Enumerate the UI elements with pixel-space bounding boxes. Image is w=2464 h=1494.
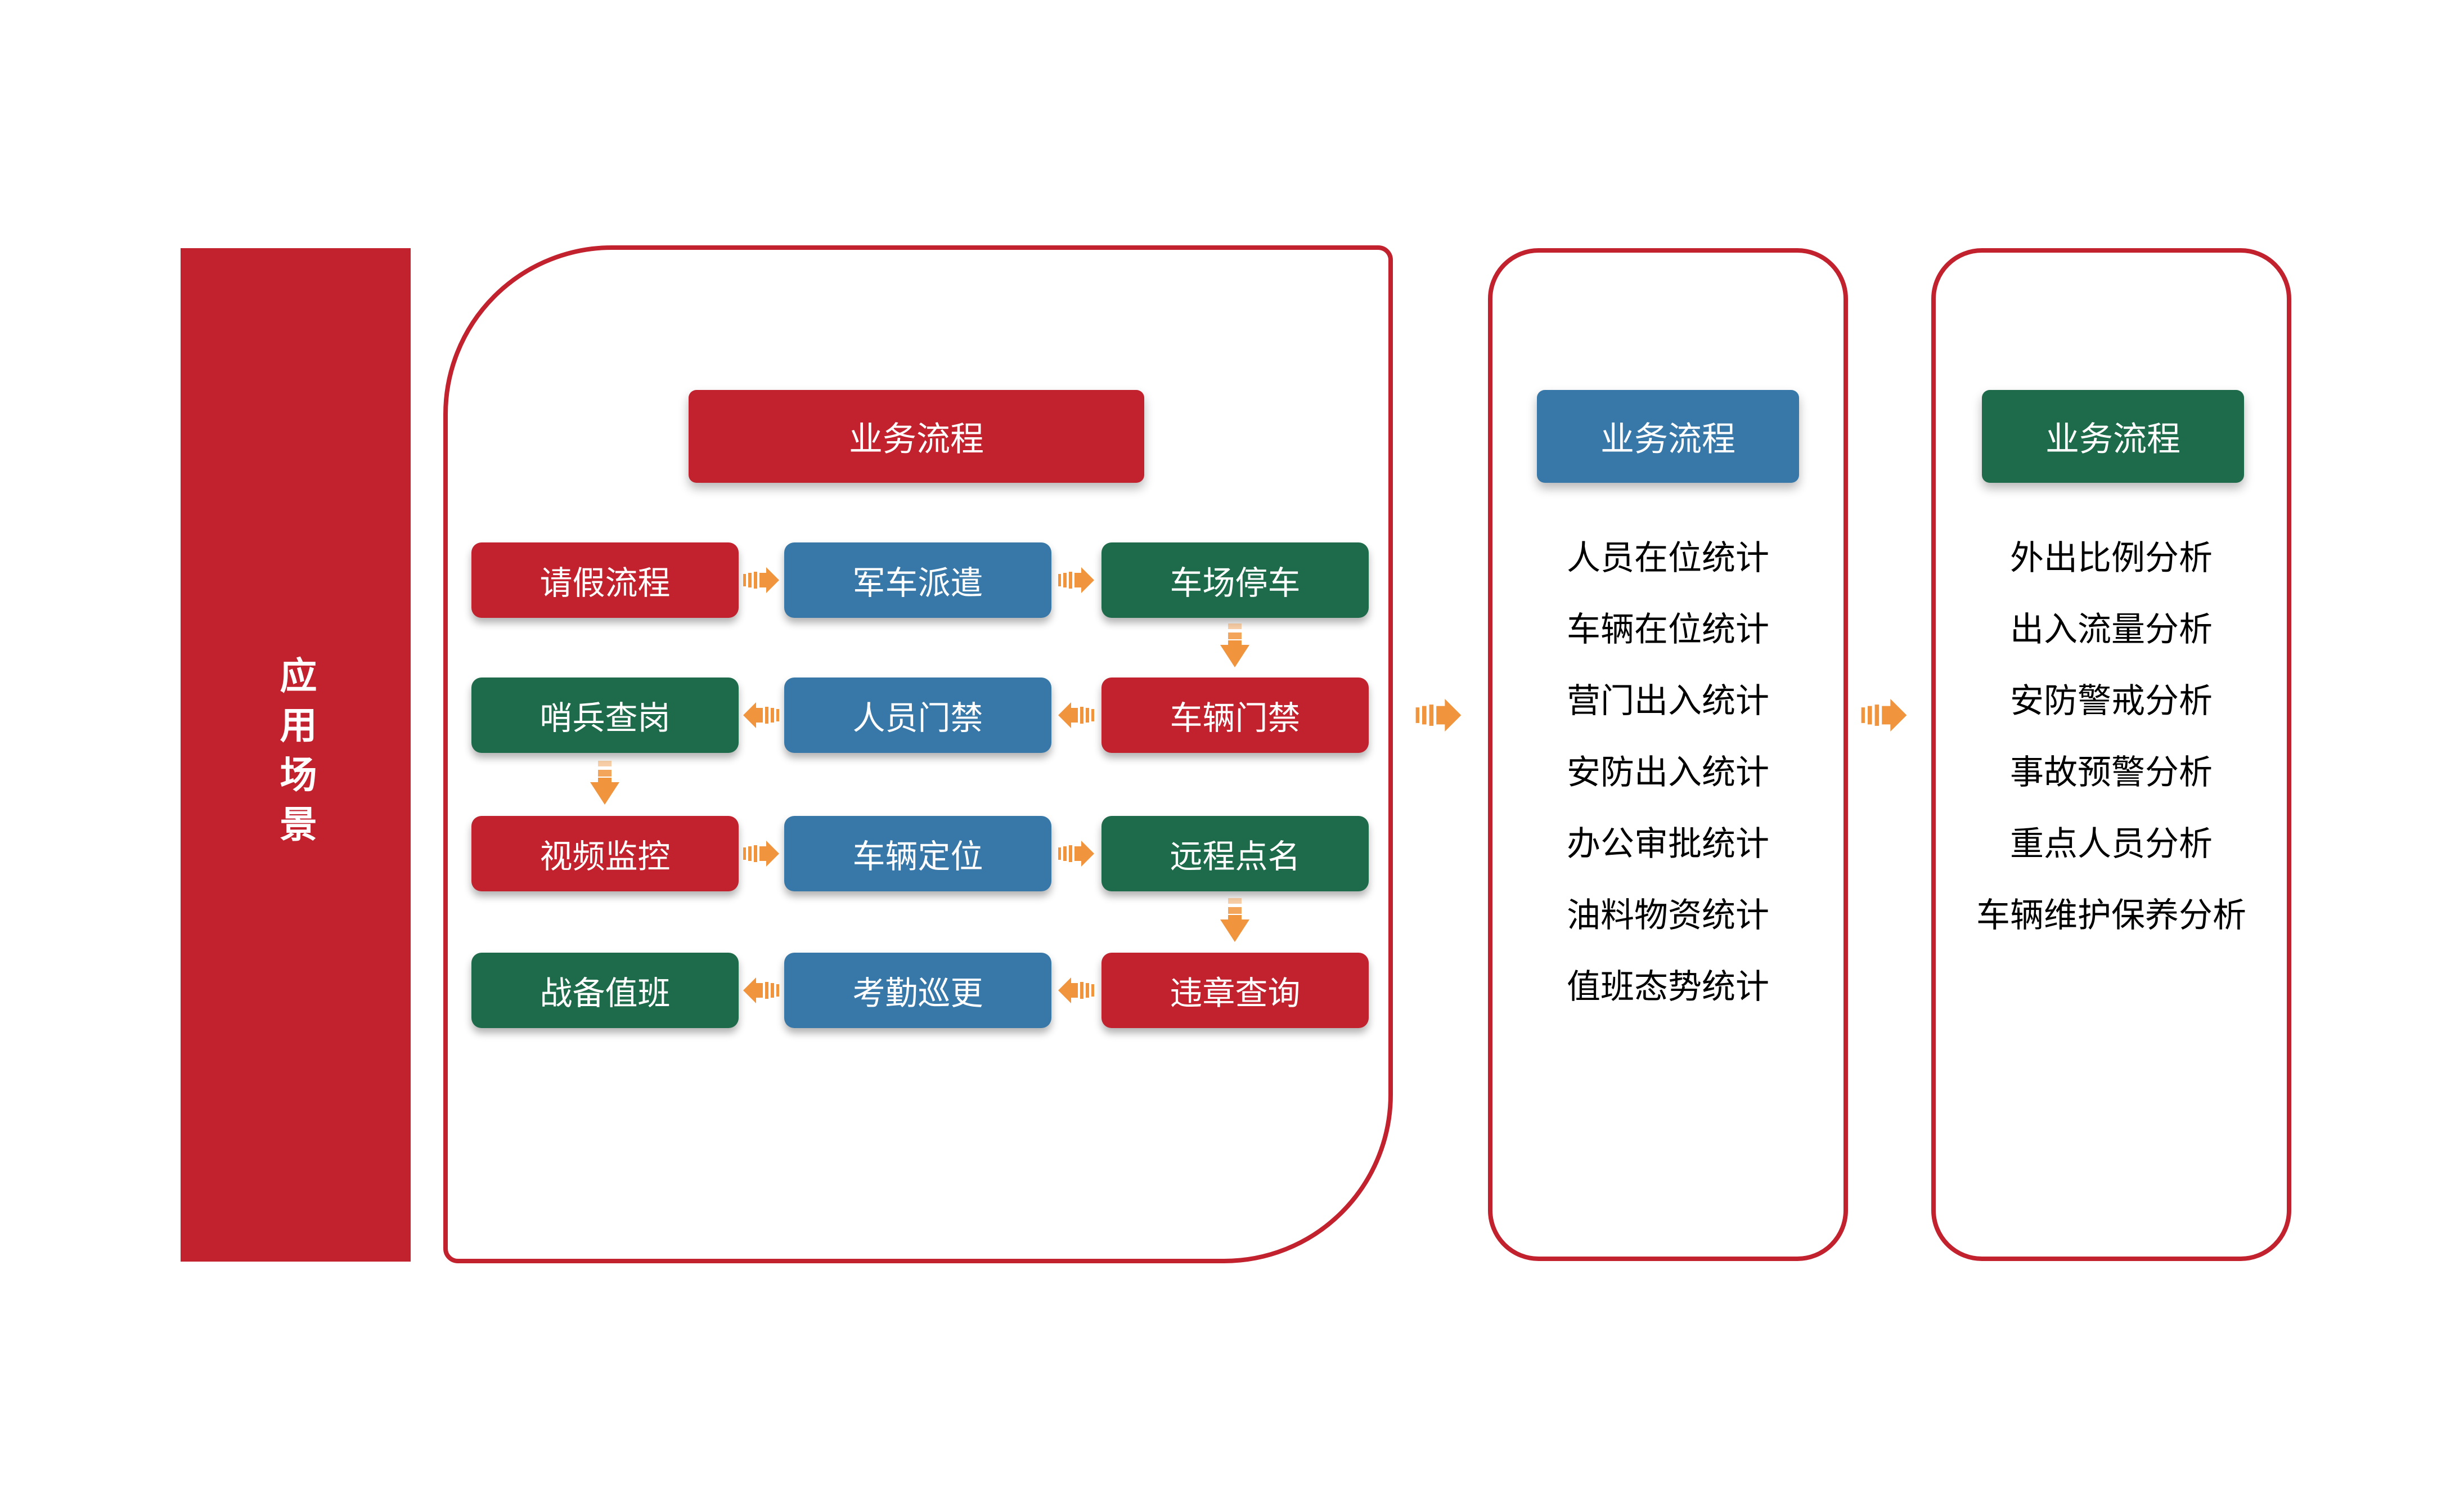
flow-box-label: 视频监控: [539, 838, 671, 875]
flow-box-label: 军车派遣: [852, 565, 983, 602]
flow-box-label: 违章查询: [1170, 975, 1301, 1012]
list-item: 油料物资统计: [1567, 896, 1769, 934]
flow-box-label: 战备值班: [539, 975, 671, 1012]
flow-box: 视频监控: [471, 816, 739, 891]
flow-box: 哨兵查岗: [471, 678, 739, 753]
flow-box-label: 远程点名: [1170, 838, 1301, 875]
flow-box-label: 车辆定位: [852, 838, 983, 875]
flow-box: 人员门禁: [784, 678, 1051, 753]
flow-box-label: 车辆门禁: [1170, 700, 1301, 737]
flow-box-label: 哨兵查岗: [539, 700, 671, 737]
flow-arrow-down-icon: [1219, 898, 1251, 943]
flow-box: 军车派遣: [784, 542, 1051, 618]
flow-arrow-down-icon: [1219, 623, 1251, 669]
flow-arrow-left-icon: [743, 977, 779, 1003]
flow-box-label: 考勤巡更: [852, 975, 983, 1012]
flow-arrow-right-icon: [743, 567, 779, 593]
flow-panel-header: 业务流程: [689, 390, 1144, 483]
list-item: 安防出入统计: [1567, 753, 1769, 791]
panel-connector-arrow-icon: [1860, 699, 1908, 732]
flow-box-label: 请假流程: [539, 565, 671, 602]
analysis-panel-header: 业务流程: [1982, 390, 2244, 483]
flow-arrow-right-icon: [743, 841, 779, 867]
scenario-banner: 应用场景: [181, 248, 411, 1262]
list-item: 车辆在位统计: [1567, 611, 1769, 648]
list-item: 人员在位统计: [1567, 539, 1769, 577]
list-item: 办公审批统计: [1567, 825, 1769, 863]
flow-panel-header-label: 业务流程: [849, 420, 984, 458]
flow-box-label: 人员门禁: [852, 700, 983, 737]
flow-box: 违章查询: [1101, 953, 1369, 1028]
stats-panel-header-label: 业务流程: [1600, 420, 1735, 458]
list-item: 值班态势统计: [1567, 968, 1769, 1006]
list-item: 重点人员分析: [2010, 825, 2213, 863]
flow-box: 战备值班: [471, 953, 739, 1028]
list-item: 外出比例分析: [2010, 539, 2213, 577]
flow-arrow-left-icon: [1058, 702, 1094, 728]
panel-connector-arrow-icon: [1415, 699, 1462, 732]
stats-panel-header: 业务流程: [1537, 390, 1799, 483]
flow-box: 车辆定位: [784, 816, 1051, 891]
flow-box-label: 车场停车: [1170, 565, 1301, 602]
list-item: 车辆维护保养分析: [1976, 896, 2246, 934]
flow-box: 车辆门禁: [1101, 678, 1369, 753]
flow-box: 请假流程: [471, 542, 739, 618]
flow-arrow-down-icon: [589, 761, 621, 806]
list-item: 事故预警分析: [2010, 753, 2213, 791]
analysis-panel-header-label: 业务流程: [2045, 420, 2180, 458]
flow-arrow-right-icon: [1058, 841, 1094, 867]
flow-arrow-left-icon: [1058, 977, 1094, 1003]
list-item: 营门出入统计: [1567, 682, 1769, 720]
flow-arrow-left-icon: [743, 702, 779, 728]
flow-box: 考勤巡更: [784, 953, 1051, 1028]
list-item: 出入流量分析: [2010, 611, 2213, 648]
scenario-banner-label: 应用场景: [275, 656, 317, 854]
flow-box: 车场停车: [1101, 542, 1369, 618]
flow-arrow-right-icon: [1058, 567, 1094, 593]
flow-box: 远程点名: [1101, 816, 1369, 891]
list-item: 安防警戒分析: [2010, 682, 2213, 720]
